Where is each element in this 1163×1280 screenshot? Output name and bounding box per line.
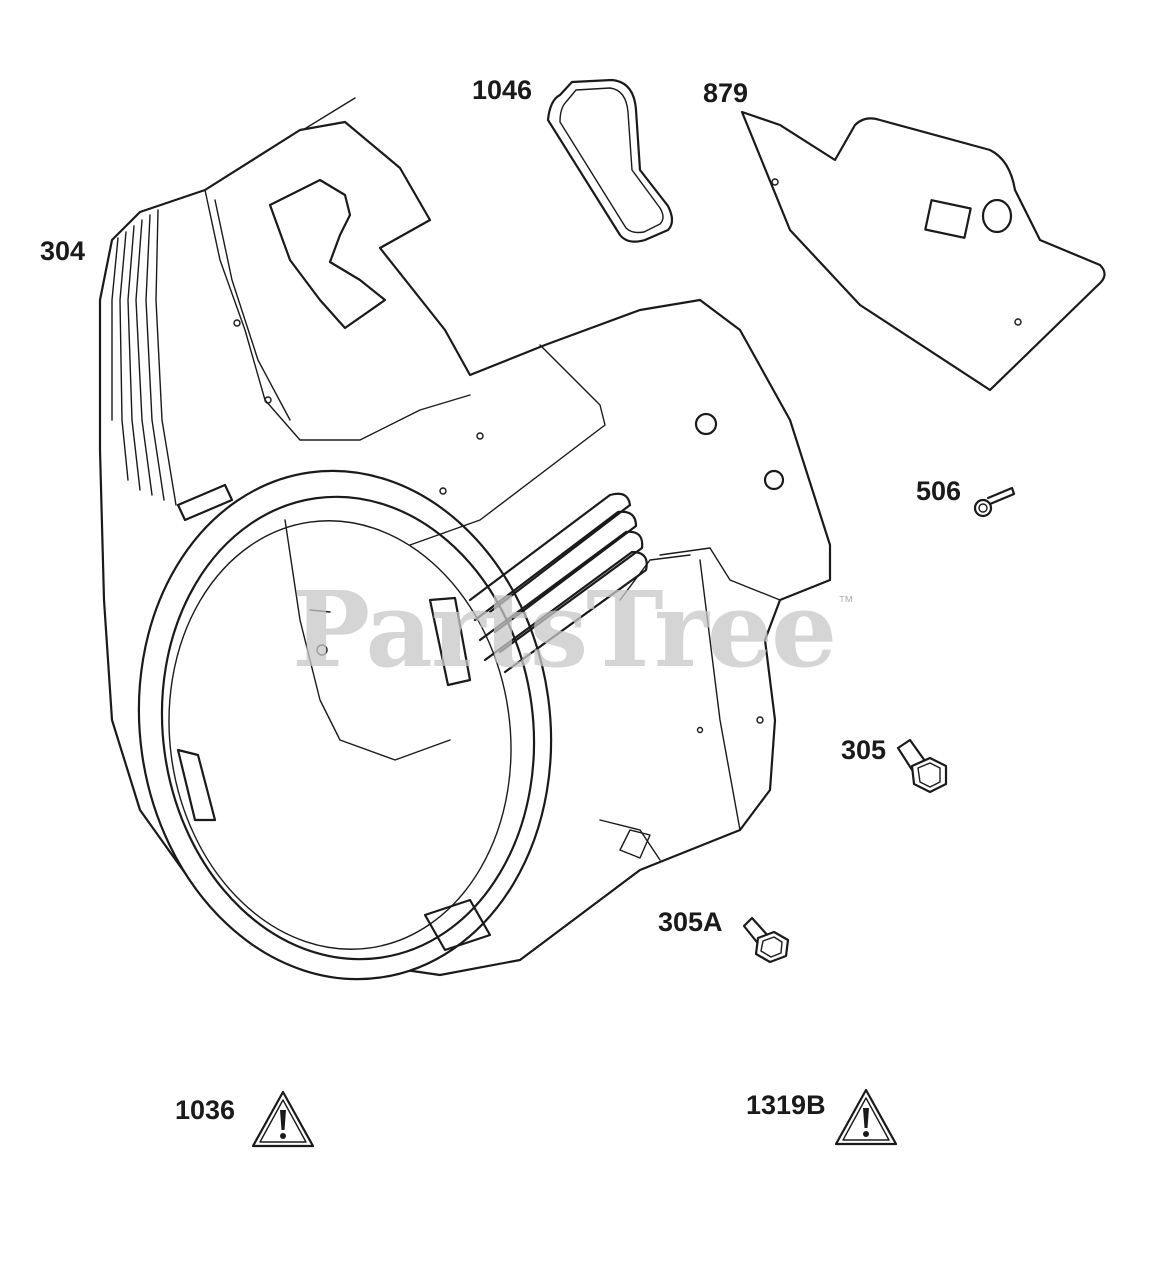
gasket-part[interactable] <box>546 78 674 243</box>
label-1036[interactable]: 1036 <box>175 1095 236 1125</box>
shield-plate[interactable] <box>740 110 1106 392</box>
label-305a[interactable]: 305A <box>658 907 723 937</box>
label-1319b[interactable]: 1319B <box>746 1090 826 1120</box>
trademark-symbol: ™ <box>838 594 854 611</box>
label-1046[interactable]: 1046 <box>472 75 533 105</box>
bolt-305[interactable] <box>896 738 948 794</box>
bolt-305a[interactable] <box>742 916 790 964</box>
watermark-text: PartsTree <box>292 568 837 691</box>
label-506[interactable]: 506 <box>916 476 962 506</box>
warning-triangle-icon[interactable] <box>251 1090 315 1148</box>
label-879[interactable]: 879 <box>703 78 749 108</box>
screw-506[interactable] <box>973 486 1016 518</box>
label-305[interactable]: 305 <box>841 735 887 765</box>
label-304[interactable]: 304 <box>40 236 86 266</box>
blower-housing[interactable] <box>98 97 832 1006</box>
warning-triangle-icon[interactable] <box>834 1088 898 1146</box>
